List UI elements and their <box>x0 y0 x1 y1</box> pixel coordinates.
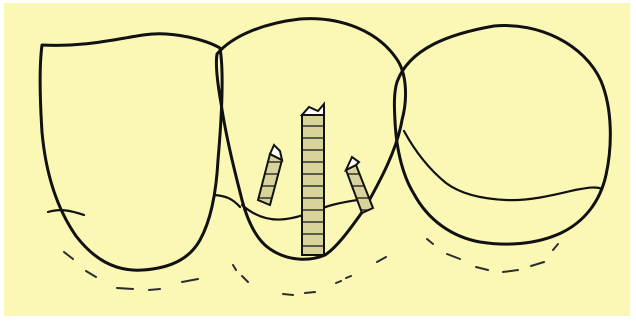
post-right-icon <box>346 157 373 213</box>
post-left-icon <box>258 145 282 205</box>
left-tooth-outline-icon <box>40 34 222 270</box>
right-tooth-outline-icon <box>394 26 610 245</box>
post-center-icon <box>302 104 324 255</box>
